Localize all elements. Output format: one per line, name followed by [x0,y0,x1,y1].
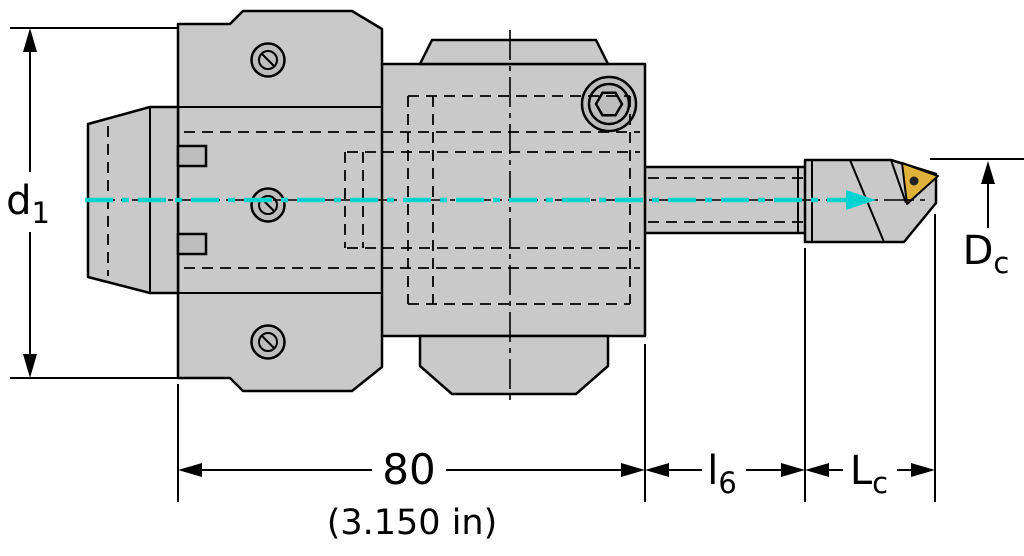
dim-lc-arrow-right [911,463,935,477]
clamp-block-top-collar [418,38,610,66]
tool-body [86,9,939,396]
d1-arrow-up [23,28,37,52]
centerlines [85,30,930,400]
drive-key-top [176,144,208,168]
set-screw-top [250,42,286,78]
d1-label: d1 [6,178,50,230]
dim80-arrow-right [621,463,645,477]
dim-lc-arrow-left [805,463,829,477]
clamp-block-bottom-lug [418,334,610,396]
insert-screw [909,176,919,186]
screws [250,42,638,360]
dim-l6-arrow-left [645,463,669,477]
dim80-value-inches: (3.150 in) [327,503,498,543]
dim80-value: 80 [382,445,435,494]
insert-pocket-line [890,159,907,204]
set-screw-middle [250,187,286,223]
dim-l6-arrow-right [781,463,805,477]
l6-label: l6 [707,448,737,500]
set-screw-bottom [250,324,286,360]
d1-arrow-down [23,354,37,378]
dimension-d1: d1 [6,27,178,379]
dc-label: Dc [963,228,1010,280]
dim80-arrow-left [178,463,202,477]
dc-arrow-up [981,161,995,184]
dimension-bottom: 80 (3.150 in) l6 Lc [177,214,936,543]
lc-label: Lc [850,448,888,500]
coolant-axis-arrow [846,190,876,210]
dimension-dc: Dc [930,158,1024,280]
hex-socket [594,91,624,117]
indexable-insert [901,162,939,205]
hex-socket-screw [580,75,638,133]
drive-key-bottom [176,232,208,256]
